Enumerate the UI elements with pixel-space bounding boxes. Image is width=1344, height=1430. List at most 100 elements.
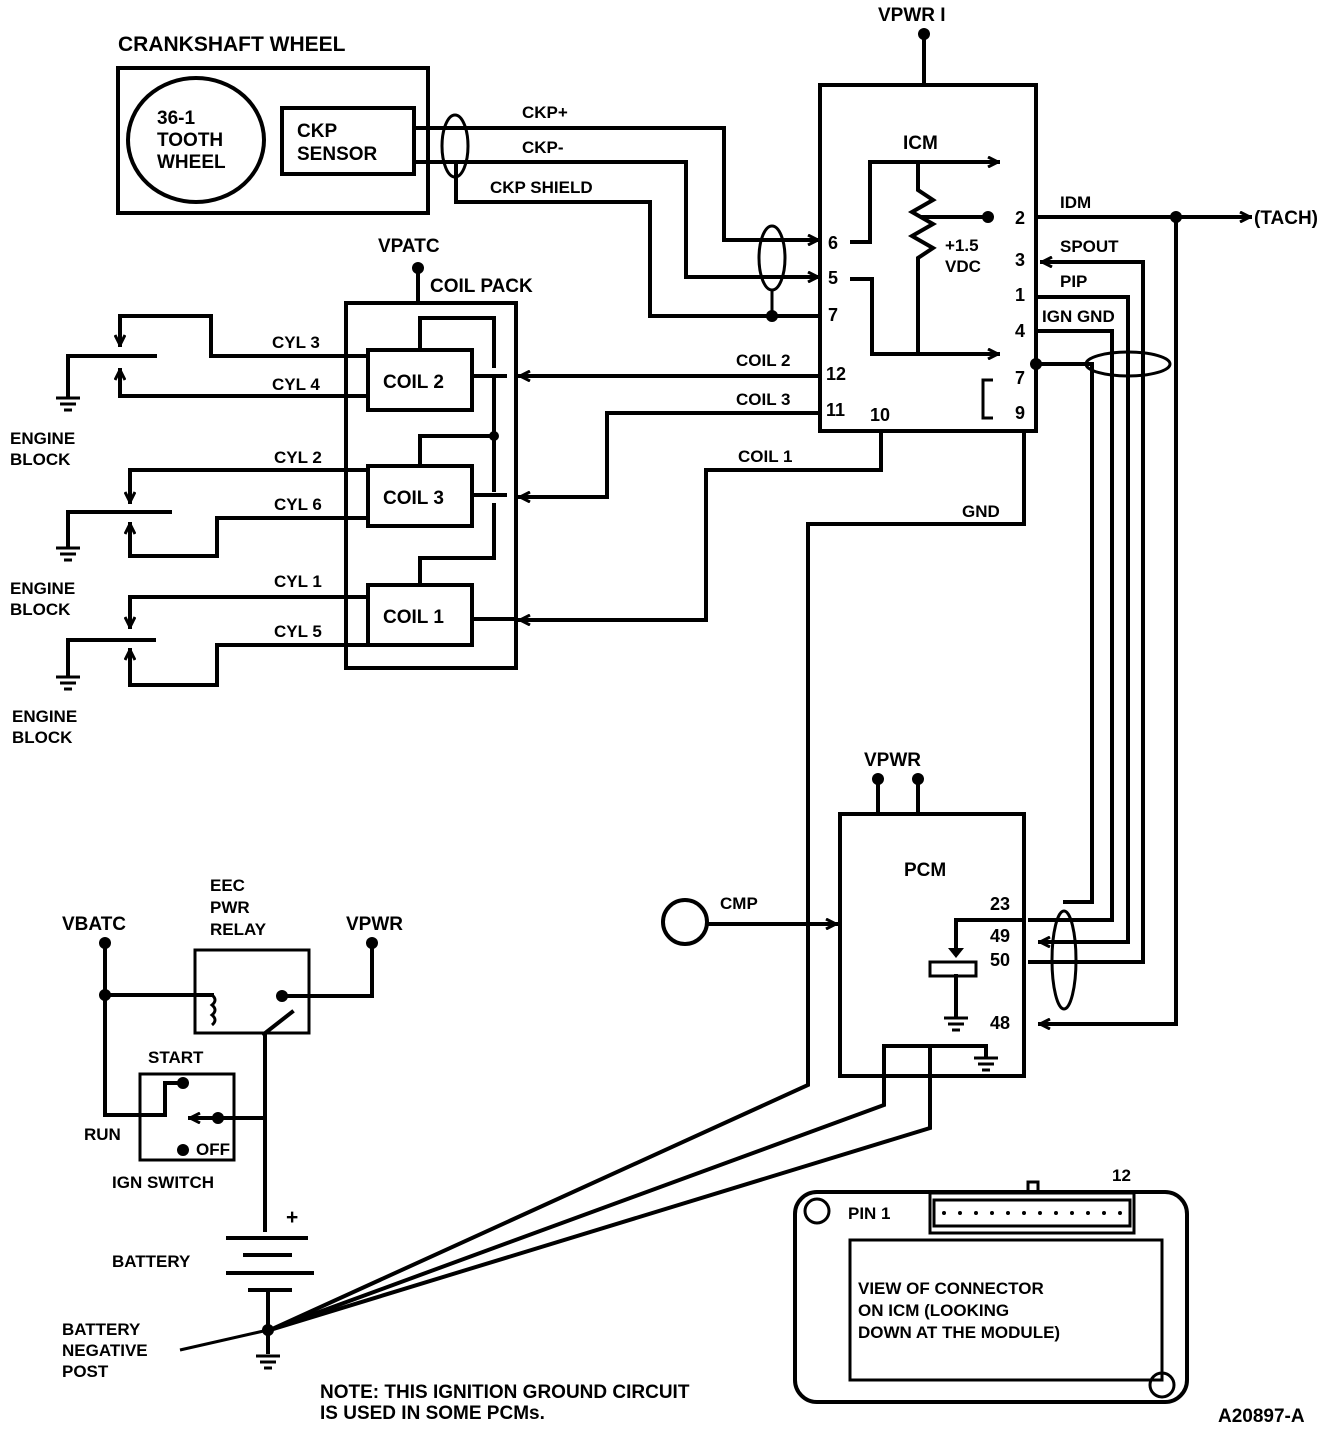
note: NOTE: THIS IGNITION GROUND CIRCUIT IS US… — [320, 1382, 690, 1424]
engine-block-3-line1: ENGINE — [12, 707, 77, 726]
tooth-wheel-label-1: 36-1 — [157, 108, 195, 129]
tooth-wheel-label-3: WHEEL — [157, 152, 226, 173]
icm-pin-2: 2 — [1015, 208, 1025, 228]
ckp-minus-label: CKP- — [522, 138, 564, 157]
spark-plug-circuits: CYL 3 CYL 4 ENGINE BLOCK CYL 2 CYL 6 ENG… — [10, 314, 370, 747]
coil-pack-box — [344, 301, 518, 670]
ckp-sensor — [280, 106, 416, 176]
ign-switch-label: IGN SWITCH — [112, 1173, 214, 1192]
pcm-ground-wires — [267, 1083, 932, 1333]
engine-block-2-line2: BLOCK — [10, 600, 71, 619]
shield-sleeve-icon — [1084, 350, 1172, 378]
engine-block-2-line1: ENGINE — [10, 579, 75, 598]
pcm-pin-50: 50 — [990, 950, 1010, 970]
icm-gnd-wire — [267, 429, 1026, 1333]
crankshaft-title: CRANKSHAFT WHEEL — [118, 33, 346, 56]
icm-voltage-2: VDC — [945, 257, 981, 276]
ckp-sensor-label-2: SENSOR — [297, 144, 378, 165]
ckp-shield-wire — [454, 163, 822, 318]
vpwr-label: VPWR — [346, 914, 403, 935]
coil-pack: VPATC COIL PACK COIL 2 COIL 3 COIL 1 — [344, 236, 533, 670]
coil-1-wire-label: COIL 1 — [738, 447, 792, 466]
coil-3-wire — [518, 411, 822, 497]
shield-sleeve-icon — [1050, 909, 1078, 1011]
relay-contact-icon — [261, 1009, 295, 1037]
off-label: OFF — [196, 1140, 230, 1159]
power-circuit: VBATC EEC PWR RELAY VPWR START RUN OFF I… — [62, 876, 403, 1381]
vpatc-label: VPATC — [378, 236, 440, 257]
connector-caption-3: DOWN AT THE MODULE) — [858, 1323, 1060, 1342]
icm-title: ICM — [903, 133, 938, 154]
relay-label-2: PWR — [210, 898, 250, 917]
relay-label-1: EEC — [210, 876, 245, 895]
coil-1-label: COIL 1 — [383, 607, 444, 628]
coil-2-label: COIL 2 — [383, 372, 444, 393]
ckp-wiring: CKP+ CKP- CKP SHIELD — [412, 103, 822, 322]
pin-1-label: PIN 1 — [848, 1204, 891, 1223]
cyl-6-label: CYL 6 — [274, 495, 322, 514]
icm-power-label: VPWR I — [878, 5, 946, 26]
crankshaft-wheel-assembly: CRANKSHAFT WHEEL 36-1 TOOTH WHEEL CKP SE… — [116, 33, 430, 215]
ckp-plus-label: CKP+ — [522, 103, 568, 122]
shield-sleeve-icon — [757, 224, 787, 292]
idm-to-pcm-48 — [1038, 215, 1178, 1024]
icm-pin-4: 4 — [1015, 321, 1025, 341]
icm-pin-11: 11 — [826, 400, 845, 420]
junction-dot — [766, 310, 778, 322]
icm-pin-12: 12 — [826, 364, 846, 384]
cyl-2-label: CYL 2 — [274, 448, 322, 467]
engine-block-1-line2: BLOCK — [10, 450, 71, 469]
crankshaft-housing — [116, 66, 430, 215]
coil-2-wire-label: COIL 2 — [736, 351, 790, 370]
pcm-pin-49: 49 — [990, 926, 1010, 946]
resistor-icon — [907, 163, 938, 356]
icm-voltage-1: +1.5 — [945, 236, 979, 255]
battery-negative-line1: BATTERY — [62, 1320, 141, 1339]
pin-12-label: 12 — [1112, 1166, 1131, 1185]
icm-pin-6: 6 — [828, 233, 838, 253]
figure-id: A20897-A — [1218, 1406, 1305, 1427]
engine-block-1-line1: ENGINE — [10, 429, 75, 448]
cmp-label: CMP — [720, 894, 758, 913]
coil-pack-title: COIL PACK — [430, 276, 533, 297]
connector-pins — [932, 1198, 1132, 1228]
coil-1-wire — [518, 429, 883, 620]
start-label: START — [148, 1048, 204, 1067]
engine-block-3-line2: BLOCK — [12, 728, 73, 747]
tooth-wheel — [126, 76, 266, 204]
icm-box — [818, 83, 1038, 433]
relay-coil-icon — [209, 993, 217, 1027]
tooth-wheel-label-2: TOOTH — [157, 130, 223, 151]
vbatc-label: VBATC — [62, 914, 126, 935]
icm-pin-7b: 7 — [1015, 368, 1025, 388]
cyl-3-label: CYL 3 — [272, 333, 320, 352]
battery-label: BATTERY — [112, 1252, 191, 1271]
cyl-1-label: CYL 1 — [274, 572, 322, 591]
run-label: RUN — [84, 1125, 121, 1144]
icm-pin-9: 9 — [1015, 403, 1025, 423]
shield-sleeve-icon — [440, 113, 470, 179]
battery-negative-line3: POST — [62, 1362, 109, 1381]
icm-ground-circuit: GND — [267, 429, 1026, 1333]
ignition-control-module: VPWR I ICM +1.5 VDC 6 5 7 12 11 10 2 3 1… — [818, 5, 1038, 433]
pcm-pin-23: 23 — [990, 894, 1010, 914]
gnd-label: GND — [962, 502, 1000, 521]
icm-pcm-signal-wires: SPOUT PIP IGN GND — [1028, 237, 1172, 1011]
coil-3-label: COIL 3 — [383, 488, 444, 509]
cyl-4-label: CYL 4 — [272, 375, 320, 394]
connector-caption-2: ON ICM (LOOKING — [858, 1301, 1009, 1320]
coil-3-wire-label: COIL 3 — [736, 390, 790, 409]
ckp-sensor-label-1: CKP — [297, 121, 337, 142]
connector-pin-dots — [942, 1211, 1122, 1215]
cyl-5-label: CYL 5 — [274, 622, 322, 641]
relay-label-3: RELAY — [210, 920, 267, 939]
connector-caption-1: VIEW OF CONNECTOR — [858, 1279, 1044, 1298]
cmp-sensor — [661, 898, 709, 946]
pip-wire — [1034, 295, 1130, 942]
ckp-plus-wire — [412, 126, 820, 240]
powertrain-control-module: VPWR PCM 23 49 50 48 CMP — [661, 750, 1026, 1087]
icm-pin-7: 7 — [828, 305, 838, 325]
pip-label: PIP — [1060, 272, 1087, 291]
pcm-power-label: VPWR — [864, 750, 921, 771]
ign-gnd-label: IGN GND — [1042, 307, 1115, 326]
